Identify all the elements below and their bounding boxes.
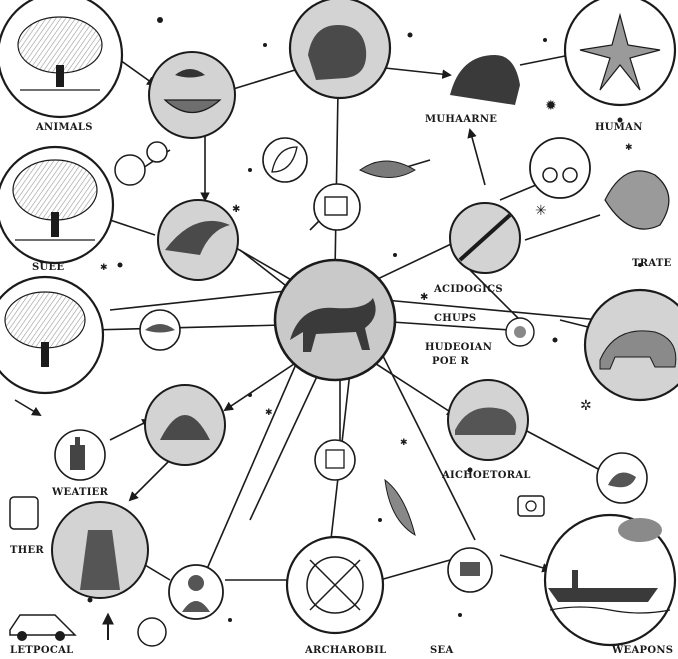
svg-text:✱: ✱ xyxy=(232,204,240,215)
svg-text:✱: ✱ xyxy=(265,408,273,418)
node-tree-suee xyxy=(0,147,113,263)
svg-text:✱: ✱ xyxy=(420,292,428,303)
label-suee: SUEE xyxy=(32,262,64,273)
coral xyxy=(605,171,669,229)
cat-icon xyxy=(450,55,520,105)
node-scissors xyxy=(530,138,590,198)
tree-icon xyxy=(18,17,102,73)
edge-tree2-bird xyxy=(110,220,155,235)
label-animals: ANIMALS xyxy=(36,122,93,133)
node-bear-top xyxy=(290,0,390,98)
device-icon xyxy=(10,497,38,529)
hand-icon xyxy=(460,562,480,576)
coin-icon xyxy=(514,326,526,338)
edge-beast-figure xyxy=(525,430,600,470)
node-leaf xyxy=(263,138,307,182)
node-compass xyxy=(287,537,383,633)
camera-icon xyxy=(518,496,544,516)
coin-bottom xyxy=(138,618,166,646)
node-polar xyxy=(585,290,678,400)
edge-center-polar xyxy=(385,300,600,320)
car xyxy=(10,615,75,641)
label-trate: TRATE xyxy=(632,258,672,269)
label-poe-r: POE R xyxy=(432,356,469,367)
fish-free xyxy=(360,161,415,178)
svg-text:✳: ✳ xyxy=(535,203,547,219)
edge-left-arrow xyxy=(15,400,40,415)
node-ship xyxy=(545,515,675,645)
node-bird xyxy=(158,200,238,280)
edge-center-warrior xyxy=(225,360,300,410)
label-chups: CHUPS xyxy=(434,313,476,324)
svg-text:✱: ✱ xyxy=(625,143,633,153)
node-cat xyxy=(450,55,520,105)
svg-text:✱: ✱ xyxy=(400,438,408,448)
edge-rifle-up xyxy=(470,130,485,185)
left-device xyxy=(10,497,38,529)
edge-nest-bear xyxy=(230,70,295,90)
label-weatier: WEATIER xyxy=(52,487,108,498)
node-rifle xyxy=(450,203,520,273)
label-letpocal: LETPOCAL xyxy=(10,645,73,656)
label-human: HUMAN xyxy=(595,122,643,133)
node-figure xyxy=(169,565,223,619)
node-human xyxy=(565,0,675,105)
label-acidogics: ACIDOGICS xyxy=(434,284,503,295)
node-warrior xyxy=(145,385,225,465)
node-center xyxy=(275,260,395,380)
label-ther: THER xyxy=(10,545,44,556)
node-tool xyxy=(315,440,355,480)
tree-icon xyxy=(5,292,85,348)
node-stump xyxy=(52,502,148,598)
edge-center-bear xyxy=(335,90,338,272)
edge-rifle-chups xyxy=(470,270,520,320)
edge-tree-nest xyxy=(120,60,155,85)
svg-text:✹: ✹ xyxy=(545,98,557,114)
node-hand-sea xyxy=(448,548,492,592)
fish-icon xyxy=(360,161,415,178)
node-tree-animals xyxy=(0,0,122,117)
node-duck xyxy=(597,453,647,503)
edge-bear-cat xyxy=(385,68,450,75)
label-aichoetoral: AICHOETORAL xyxy=(442,470,531,481)
edge-center-tree3 xyxy=(90,325,283,330)
node-nest xyxy=(149,52,235,138)
ship-icon xyxy=(548,588,658,602)
label-archarobil: ARCHAROBIL xyxy=(305,645,386,656)
node-hand xyxy=(55,430,105,480)
edge-hand-warrior xyxy=(110,420,150,440)
node-small-bird xyxy=(140,310,180,350)
figure-icon xyxy=(188,575,204,591)
coin-icon xyxy=(138,618,166,646)
tree-icon xyxy=(13,160,97,220)
edge-cat-star xyxy=(520,55,570,65)
node-chups xyxy=(506,318,534,346)
label-muhaarne: MUHAARNE xyxy=(425,114,497,125)
node-box xyxy=(314,184,360,230)
label-hudeoian: HUDEOIAN xyxy=(425,342,492,353)
label-weapons: WEAPONS xyxy=(612,645,673,656)
edge-center-beast xyxy=(370,360,455,415)
svg-text:✱: ✱ xyxy=(100,263,108,273)
label-sea: SEA xyxy=(430,645,454,656)
edge-center-figure xyxy=(200,355,300,585)
camera xyxy=(518,496,544,516)
coral-icon xyxy=(605,171,669,229)
edge-bird-center xyxy=(240,250,285,285)
node-tree-3 xyxy=(0,277,103,393)
node-small-1 xyxy=(115,142,167,185)
feather-icon xyxy=(385,480,415,535)
edge-hand-ship xyxy=(500,555,550,570)
svg-text:✲: ✲ xyxy=(580,398,592,414)
edge-center-left xyxy=(110,290,295,310)
feather xyxy=(385,480,415,535)
edge-compass-hand xyxy=(380,560,450,580)
node-beast xyxy=(448,380,528,460)
